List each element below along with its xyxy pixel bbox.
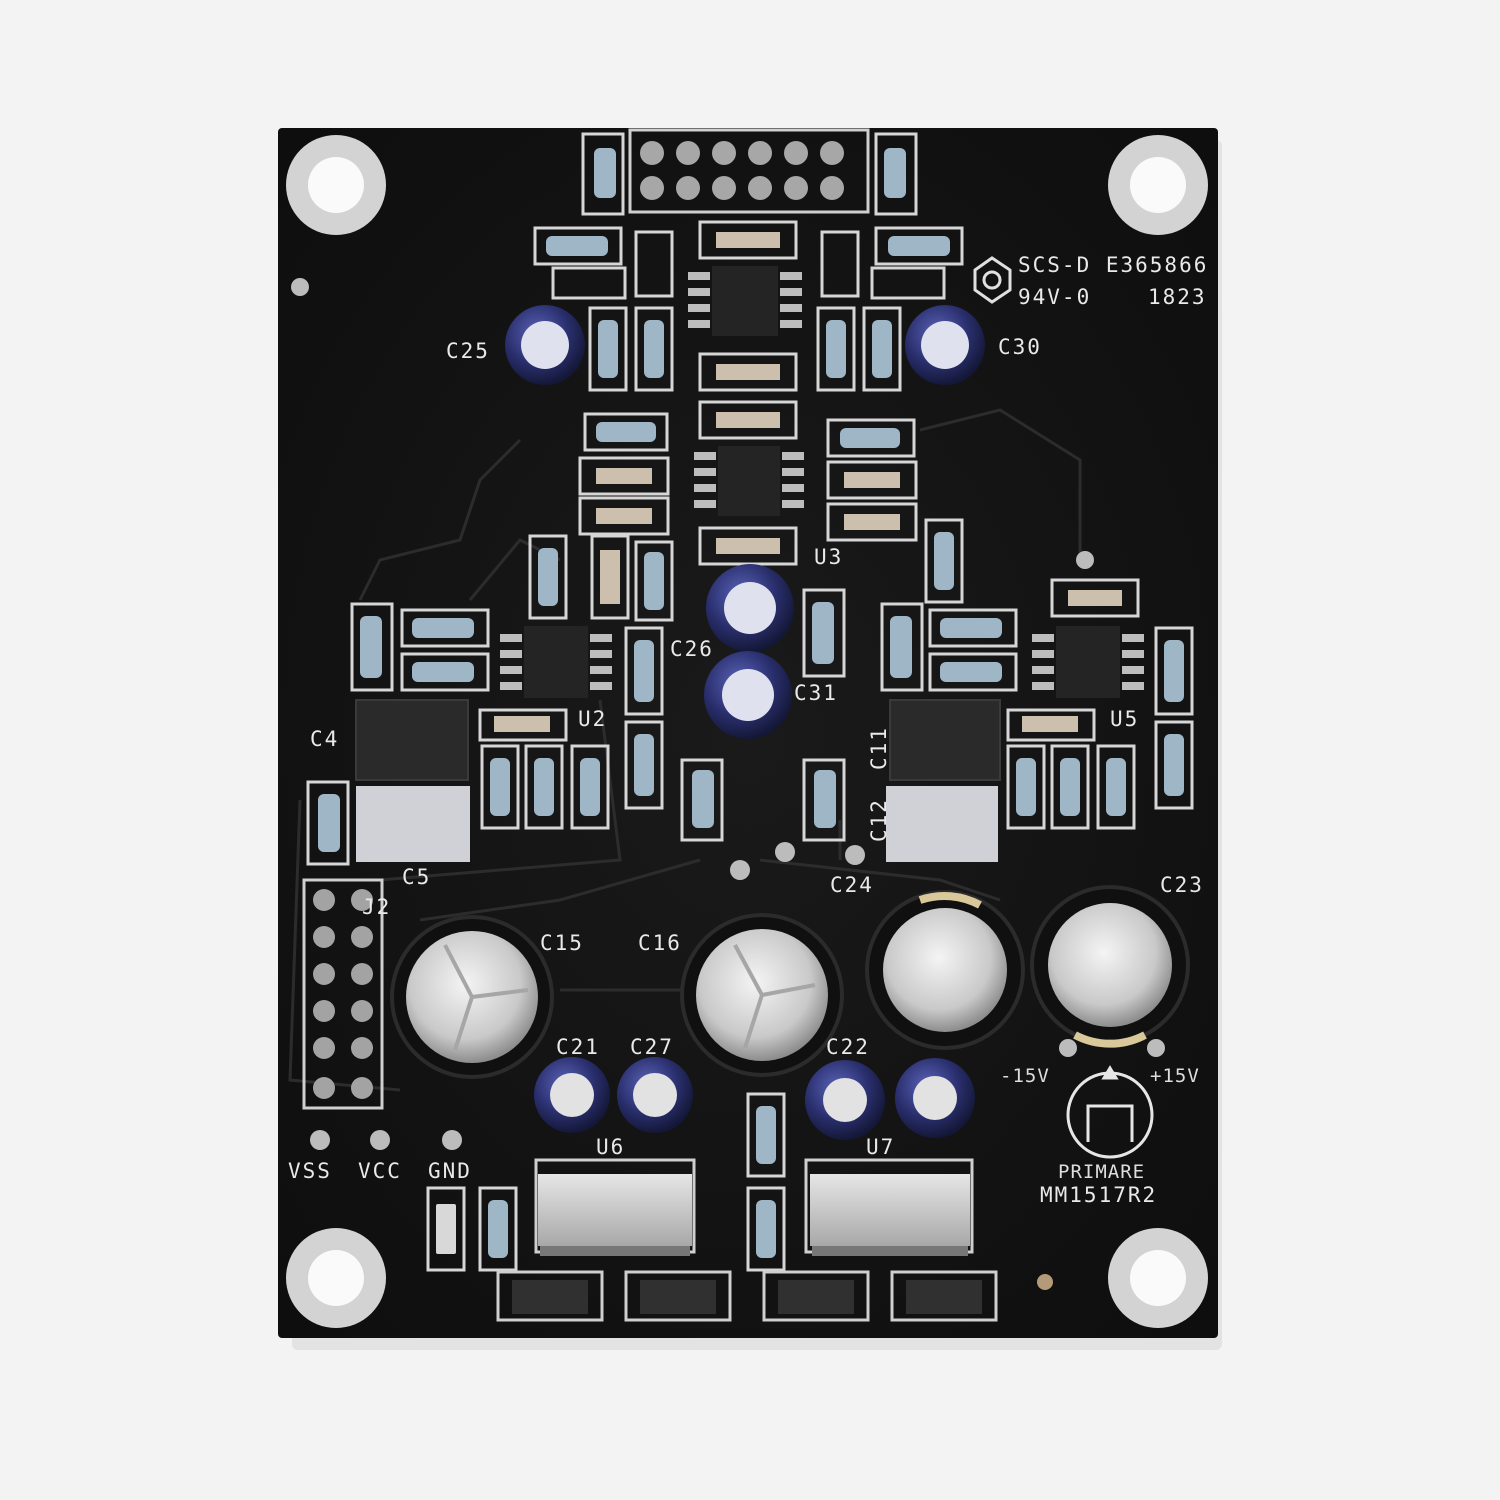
- ref-c15: C15: [540, 931, 584, 955]
- small-capacitors: [505, 305, 985, 1140]
- capacitor-c22b: [895, 1058, 975, 1138]
- large-capacitors: [390, 885, 1190, 1079]
- capacitor-c25: [505, 305, 585, 385]
- ic-chips: [500, 266, 1144, 698]
- ref-c21: C21: [556, 1035, 600, 1059]
- cert-date-code: 1823: [1148, 285, 1207, 309]
- power-label-plus15v: +15V: [1150, 1065, 1200, 1087]
- capacitor-c21: [534, 1057, 610, 1133]
- silkscreen-text: SCS-D E365866 94V-0 1823 C25 C30 U3 C26 …: [288, 253, 1208, 1207]
- regulator-u6: [534, 1158, 696, 1256]
- ic-u5: [1032, 626, 1144, 698]
- ref-c27: C27: [630, 1035, 674, 1059]
- ref-c31: C31: [794, 681, 838, 705]
- mounting-holes: [286, 135, 1208, 1328]
- capacitor-c24: [865, 890, 1025, 1050]
- ref-u7: U7: [866, 1135, 895, 1159]
- primare-logo-icon: [1066, 1065, 1154, 1159]
- mounting-hole-top-right: [1108, 135, 1208, 235]
- ref-c5: C5: [402, 865, 431, 889]
- mounting-hole-bottom-right: [1108, 1228, 1208, 1328]
- ref-u5: U5: [1110, 707, 1139, 731]
- capacitor-c12: [886, 786, 998, 862]
- ref-c4: C4: [310, 727, 339, 751]
- ic-u3: [694, 446, 804, 516]
- capacitor-c11: [889, 699, 1001, 781]
- ic-u2: [500, 626, 612, 698]
- ref-c12: C12: [867, 798, 891, 842]
- ref-c11: C11: [867, 726, 891, 770]
- ref-c30: C30: [998, 335, 1042, 359]
- voltage-regulators: [534, 1158, 974, 1256]
- ref-u6: U6: [596, 1135, 625, 1159]
- mounting-hole-top-left: [286, 135, 386, 235]
- smd-bodies: [494, 232, 1122, 732]
- pad-label-gnd: GND: [428, 1159, 472, 1183]
- film-capacitors: [355, 699, 1001, 862]
- smd-components: [306, 132, 1194, 1272]
- power-label-minus15v: -15V: [1000, 1065, 1050, 1087]
- capacitor-c22: [805, 1060, 885, 1140]
- ref-c16: C16: [638, 931, 682, 955]
- capacitor-c4: [355, 699, 469, 781]
- ref-c26: C26: [670, 637, 714, 661]
- capacitor-c15: [390, 915, 554, 1079]
- test-pads: [310, 551, 1165, 1150]
- capacitor-c5: [356, 786, 470, 862]
- pin-header-top: [628, 128, 870, 214]
- brand-name: PRIMARE: [1058, 1161, 1145, 1183]
- regulator-u7: [804, 1158, 974, 1256]
- cert-line1: SCS-D E365866: [1018, 253, 1208, 277]
- ref-c22: C22: [826, 1035, 870, 1059]
- ref-u3: U3: [814, 545, 843, 569]
- mounting-hole-bottom-left: [286, 1228, 386, 1328]
- capacitor-c31: [704, 651, 792, 739]
- certification-logo-icon: [973, 256, 1012, 304]
- ref-c23: C23: [1160, 873, 1204, 897]
- ref-u2: U2: [578, 707, 607, 731]
- capacitor-c23: [1030, 885, 1190, 1048]
- connector-label-j2: J2: [362, 895, 391, 919]
- ref-c24: C24: [830, 873, 874, 897]
- mini-melf-resistors: [318, 148, 1184, 1258]
- capacitor-c27: [617, 1057, 693, 1133]
- capacitor-c30: [905, 305, 985, 385]
- bottom-diodes: [496, 1270, 998, 1322]
- capacitor-c16: [680, 913, 844, 1077]
- model-number: MM1517R2: [1040, 1183, 1157, 1207]
- pad-label-vss: VSS: [288, 1159, 332, 1183]
- connector-j2: [302, 878, 384, 1110]
- pad-label-vcc: VCC: [358, 1159, 402, 1183]
- capacitor-c26: [706, 564, 794, 652]
- cert-line2: 94V-0: [1018, 285, 1091, 309]
- ref-c25: C25: [446, 339, 490, 363]
- ic-u1: [688, 266, 802, 336]
